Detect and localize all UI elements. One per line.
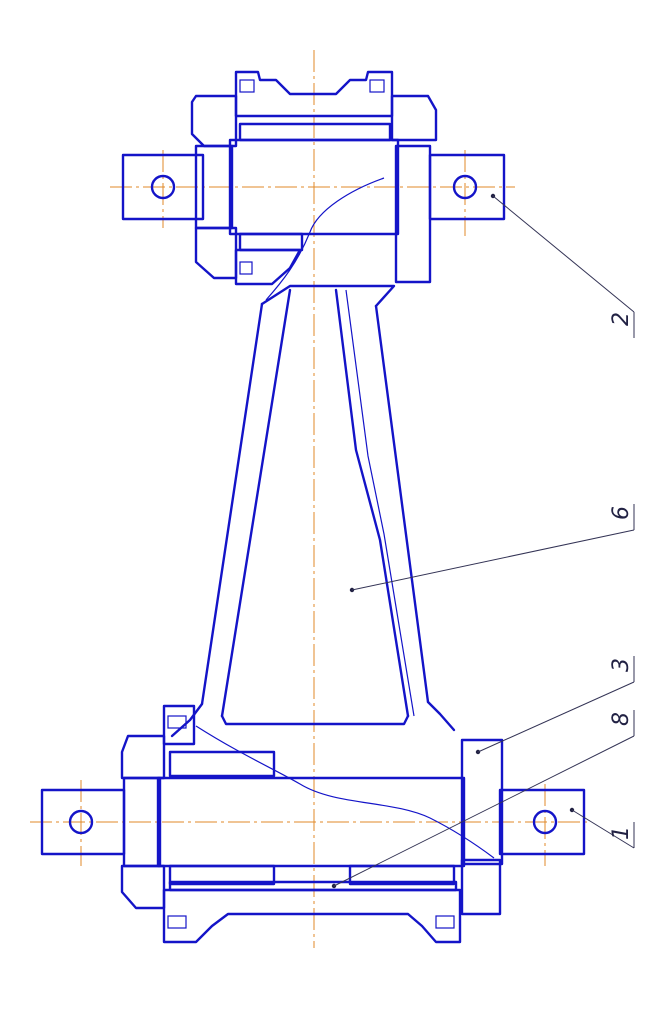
callout-leaders bbox=[331, 193, 635, 889]
center-lines bbox=[30, 50, 590, 948]
bottom-joint bbox=[40, 704, 586, 944]
callout-label-3: 3 bbox=[609, 658, 634, 672]
top-joint bbox=[121, 70, 506, 301]
callout-label-8: 8 bbox=[609, 712, 634, 726]
callout-label-6: 6 bbox=[609, 506, 634, 520]
connecting-rod bbox=[170, 284, 456, 738]
callout-label-1: 1 bbox=[609, 826, 634, 840]
callout-label-2: 2 bbox=[609, 312, 634, 326]
